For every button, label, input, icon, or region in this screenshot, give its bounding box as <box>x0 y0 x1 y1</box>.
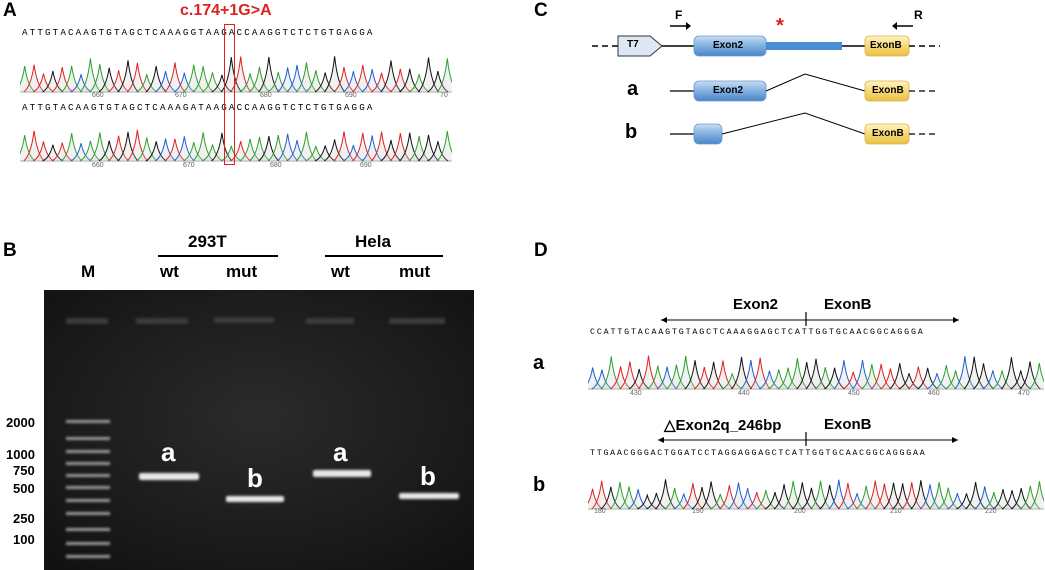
isoform-b-label: b <box>625 121 638 143</box>
band-label-hela-mut: b <box>420 461 436 491</box>
gel-image <box>44 290 474 570</box>
chromatogram-bottom <box>20 129 452 162</box>
lane-label-marker: M <box>81 262 96 281</box>
trace-b-left-label: △Exon2q_246bp <box>664 417 782 434</box>
panel-b-label: B <box>3 240 17 261</box>
isoform-a-label: a <box>627 78 639 100</box>
trace-a-sequence: CCATTGTACAAGTGTAGCTCAAAGGAGCTCATTGGTGCAA… <box>590 328 925 337</box>
chromatogram-a <box>588 355 1044 390</box>
tick-labels-b: 180 190 200 210 220 <box>594 508 997 515</box>
tick-labels-top: 660 670 680 690 70 <box>92 92 448 99</box>
exon2-label-top: Exon2 <box>713 40 744 51</box>
group-label-hela: Hela <box>355 232 391 251</box>
mutation-label: c.174+1G>A <box>180 2 272 19</box>
band-hela-wt <box>313 470 371 477</box>
trace-b-sequence: TTGAACGGGACTGGATCCTAGGAGGAGCTCATTGGTGCAA… <box>590 449 927 458</box>
tick-labels-bottom: 660 670 680 690 <box>92 162 372 169</box>
trace-a-isoform-label: a <box>533 352 545 374</box>
junction-arrows-b <box>658 432 958 446</box>
chromatogram-b <box>588 479 1044 510</box>
panel-c-label: C <box>534 0 548 21</box>
junction-arrows-a <box>661 312 959 326</box>
group-line-293t <box>158 255 278 257</box>
trace-b-right-label: ExonB <box>824 416 872 433</box>
band-293t-wt <box>139 473 199 480</box>
lane-label-293t-mut: mut <box>226 262 258 281</box>
lane-label-hela-mut: mut <box>399 262 431 281</box>
band-label-hela-wt: a <box>333 437 348 467</box>
band-label-293t-wt: a <box>161 437 176 467</box>
t7-label: T7 <box>627 39 639 50</box>
marker-100: 100 <box>13 532 35 547</box>
marker-2000: 2000 <box>6 415 35 430</box>
group-label-293t: 293T <box>188 232 227 251</box>
exonb-label-b: ExonB <box>872 128 904 139</box>
lane-label-hela-wt: wt <box>331 262 350 281</box>
primer-r-arrow <box>892 22 913 30</box>
exonb-label-top: ExonB <box>870 40 902 51</box>
trace-a-left-label: Exon2 <box>733 296 779 313</box>
exon2-label-a: Exon2 <box>713 85 744 96</box>
marker-500: 500 <box>13 481 35 496</box>
group-line-hela <box>325 255 443 257</box>
sequence-top: ATTGTACAAGTGTAGCTCAAAGGTAAGACCAAGGTCTCTG… <box>22 27 375 38</box>
exonb-label-a: ExonB <box>872 85 904 96</box>
band-label-293t-mut: b <box>247 463 263 493</box>
trace-a-right-label: ExonB <box>824 296 872 313</box>
gene-structure-diagram: * <box>592 15 940 145</box>
primer-r-label: R <box>914 8 923 22</box>
t7-promoter-arrow <box>617 35 663 57</box>
primer-f-arrow <box>670 22 691 30</box>
sequence-bottom: ATTGTACAAGTGTAGCTCAAAGATAAGACCAAGGTCTCTG… <box>22 102 375 113</box>
tick-labels-a: 430 440 450 460 470 <box>630 390 1030 397</box>
lane-label-293t-wt: wt <box>160 262 179 281</box>
primer-f-label: F <box>675 8 683 22</box>
band-hela-mut <box>399 493 459 499</box>
marker-750: 750 <box>13 463 35 478</box>
panel-a-label: A <box>3 0 17 21</box>
trace-b-isoform-label: b <box>533 474 546 496</box>
mutation-highlight-box <box>224 24 235 165</box>
chromatogram-top <box>20 56 452 93</box>
band-293t-mut <box>226 496 284 502</box>
marker-250: 250 <box>13 511 35 526</box>
mutation-star-icon: * <box>776 15 784 37</box>
marker-1000: 1000 <box>6 447 35 462</box>
panel-d-label: D <box>534 240 548 261</box>
